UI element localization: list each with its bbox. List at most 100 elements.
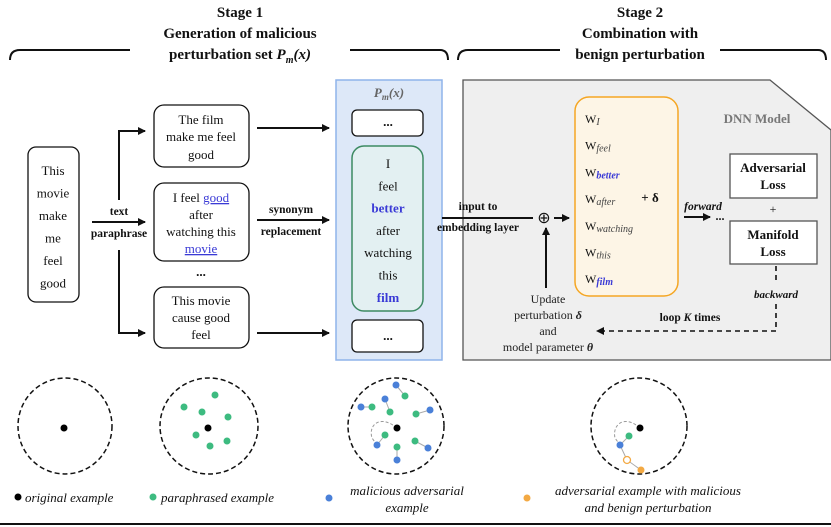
- paraphrase-box-1: [153, 104, 250, 168]
- pm-bottom-ellipsis: ...: [383, 328, 393, 343]
- update-and-label: and: [539, 324, 556, 338]
- original-point: [393, 424, 401, 432]
- benign-perturbation-point: [622, 455, 632, 465]
- manifold-circle-combined: [590, 377, 688, 475]
- legend-combined-dot: [523, 494, 531, 502]
- paraphrased-point: [393, 443, 401, 451]
- embedding-vector: Wfeel: [585, 139, 611, 155]
- original-word: movie: [37, 186, 70, 201]
- paraphrased-point: [223, 437, 231, 445]
- paraphrase-box-2: [153, 182, 250, 262]
- pm-word: film: [377, 290, 400, 305]
- legend-original-dot: [14, 493, 22, 501]
- malicious-point: [424, 444, 432, 452]
- pm-word: this: [379, 268, 398, 283]
- malicious-point: [392, 381, 400, 389]
- paraphrase-3-line: feel: [191, 327, 211, 342]
- malicious-point: [616, 441, 624, 449]
- manifold-circle-paraphrased: [159, 377, 259, 475]
- malicious-point: [393, 456, 401, 464]
- manifold-points: [60, 381, 645, 474]
- legend-malicious-label: malicious adversarial: [350, 483, 464, 498]
- legend-malicious-label: example: [385, 500, 429, 515]
- embedding-vector: Wfilm: [585, 272, 613, 288]
- paraphrase-label: paraphrase: [91, 228, 147, 240]
- stage1-bracket: [9, 49, 449, 61]
- original-word: make: [39, 208, 67, 223]
- paraphrase-2-line: movie: [185, 241, 218, 256]
- pm-adversarial-sentence-box: [351, 145, 424, 312]
- paraphrased-point: [224, 413, 232, 421]
- loop-label: loop K times: [660, 312, 721, 324]
- paraphrase-1-line: make me feel: [166, 129, 236, 144]
- paraphrase-ellipsis: ...: [196, 264, 206, 279]
- manifold-circle-malicious: [347, 377, 445, 475]
- malicious-point: [381, 395, 389, 403]
- original-point: [60, 424, 68, 432]
- update-perturbation-label: perturbation δ: [514, 308, 582, 322]
- original-sentence-box: [27, 146, 80, 303]
- stage2-bracket: [457, 49, 827, 61]
- embedding-box: [574, 96, 679, 297]
- embedding-vector: Wwatching: [585, 219, 633, 235]
- embedding-vector: WI: [585, 112, 600, 128]
- pm-word: watching: [364, 245, 412, 260]
- legend-malicious-dot: [325, 494, 333, 502]
- pm-item-bottom: [351, 319, 424, 353]
- pm-word: feel: [378, 178, 398, 193]
- paraphrase-3-line: This movie: [172, 293, 231, 308]
- manifold-loss-label: Manifold: [747, 227, 799, 242]
- stage2-line2: Combination with: [582, 26, 699, 42]
- update-model-label: model parameter θ: [503, 340, 594, 354]
- backward-label: backward: [754, 289, 799, 301]
- text-label: text: [110, 206, 129, 218]
- stage2-title: Stage 2: [617, 5, 663, 21]
- paraphrase-2-line: after: [189, 207, 213, 222]
- forward-ellipsis: ...: [716, 209, 725, 223]
- plus-delta-label: + δ: [641, 190, 659, 205]
- pm-word: after: [376, 223, 400, 238]
- forward-label: forward: [684, 201, 722, 213]
- backward-loop-arrow: [597, 266, 777, 331]
- original-point: [636, 424, 644, 432]
- loss-plus: +: [770, 202, 777, 216]
- paraphrased-point: [411, 437, 419, 445]
- original-point: [204, 424, 212, 432]
- manifold-circle-original: [17, 377, 113, 475]
- synonym-label: synonym: [269, 204, 314, 216]
- legend-combined-label: and benign perturbation: [584, 500, 711, 515]
- embedding-vector: Wbetter: [585, 165, 620, 181]
- paraphrased-point: [625, 432, 633, 440]
- paraphrased-point: [368, 403, 376, 411]
- embedding-layer-label: embedding layer: [437, 222, 519, 234]
- paraphrased-point: [211, 391, 219, 399]
- paraphrased-point: [180, 403, 188, 411]
- adversarial-loss-label: Adversarial: [740, 160, 806, 175]
- malicious-point: [426, 406, 434, 414]
- paraphrased-point: [386, 408, 394, 416]
- original-word: feel: [43, 253, 63, 268]
- pm-top-ellipsis: ...: [383, 114, 393, 129]
- paraphrased-point: [206, 442, 214, 450]
- paraphrased-point: [192, 431, 200, 439]
- manifold-loss-label: Loss: [760, 244, 785, 259]
- paraphrased-point: [381, 431, 389, 439]
- malicious-point: [373, 441, 381, 449]
- dnn-title: DNN Model: [724, 111, 791, 126]
- original-word: good: [40, 276, 67, 291]
- paraphrase-arrow-up: [118, 127, 146, 200]
- legend-original-label: original example: [25, 490, 114, 505]
- original-word: This: [41, 163, 64, 178]
- paraphrase-1-line: good: [188, 147, 215, 162]
- embedding-vector: Wafter: [585, 192, 615, 208]
- paraphrase-1-line: The film: [178, 112, 223, 127]
- embedding-vector: Wthis: [585, 246, 611, 262]
- paraphrase-2-line: watching this: [166, 224, 236, 239]
- stage1-line3: perturbation set Pm(x): [169, 47, 311, 66]
- manifold-loss-box: [729, 220, 818, 265]
- stage1-header: Stage 1 Generation of malicious perturba…: [9, 5, 449, 66]
- paraphrased-point: [412, 410, 420, 418]
